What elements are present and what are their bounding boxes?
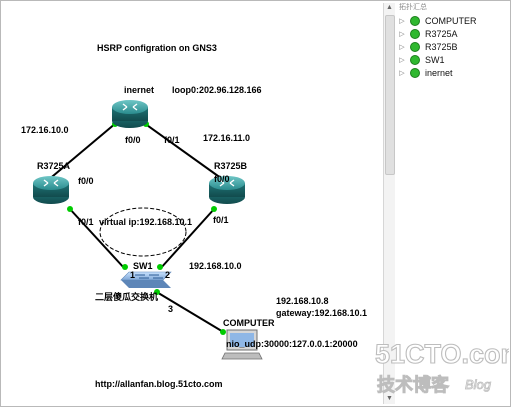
switch-sw1-icon[interactable] <box>120 271 172 288</box>
link-internet-r3725b <box>143 122 226 182</box>
expand-arrow-icon[interactable]: ▷ <box>399 30 405 38</box>
computer-nio-label: nio_udp:30000:127.0.0.1:20000 <box>226 339 358 349</box>
panel-node-r3725b[interactable]: ▷ R3725B <box>397 40 509 53</box>
link-sw1-computer <box>154 290 226 334</box>
r3725a-f00-label: f0/0 <box>78 176 94 186</box>
panel-node-label: inernet <box>425 67 453 78</box>
r3725b-f00-label: f0/0 <box>214 174 230 184</box>
sw1-desc-label: 二层傻瓜交换机 <box>95 291 158 302</box>
computer-gateway-label: gateway:192.168.10.1 <box>276 308 367 318</box>
panel-node-r3725a[interactable]: ▷ R3725A <box>397 27 509 40</box>
watermark-sub: 技术博客 <box>377 374 450 395</box>
internet-name-label: inernet <box>124 85 154 95</box>
topology-canvas[interactable]: HSRP configration on GNS3 inernet loop0:… <box>3 3 381 404</box>
status-green-icon <box>410 41 420 52</box>
sw1-port3-label: 3 <box>168 304 173 314</box>
net-b-label: 172.16.11.0 <box>203 133 250 143</box>
link-r3725a-sw1 <box>68 207 126 270</box>
panel-node-sw1[interactable]: ▷ SW1 <box>397 53 509 66</box>
internet-f00-label: f0/0 <box>125 135 141 145</box>
hsrp-virtual-ellipse <box>99 207 187 257</box>
link-dot <box>220 329 226 335</box>
link-dot <box>157 264 163 270</box>
panel-header: 拓扑汇总 <box>399 4 427 11</box>
scroll-down-arrow-icon[interactable]: ▼ <box>386 395 393 402</box>
scroll-up-arrow-icon[interactable]: ▲ <box>386 4 393 11</box>
virtual-ip-label: virtual ip:192.168.10.1 <box>99 217 192 227</box>
panel-node-label: COMPUTER <box>425 15 477 26</box>
watermark-blog: Blog <box>465 377 492 392</box>
sw1-port1-label: 1 <box>130 270 135 280</box>
panel-node-label: R3725B <box>425 41 458 52</box>
topology-diagram: HSRP configration on GNS3 inernet loop0:… <box>21 43 367 389</box>
net-a-label: 172.16.10.0 <box>21 125 69 135</box>
topology-summary-panel: 拓扑汇总 ▷ COMPUTER ▷ R3725A ▷ R3725B ▷ SW1 … <box>395 3 509 404</box>
canvas-vertical-scrollbar[interactable]: ▲ ▼ <box>383 3 395 404</box>
sw1-port2-label: 2 <box>165 270 170 280</box>
r3725a-f01-label: f0/1 <box>78 217 94 227</box>
internet-f01-label: f0/1 <box>164 135 180 145</box>
link-dot <box>154 289 160 295</box>
computer-ip-label: 192.168.10.8 <box>276 296 329 306</box>
blog-url-label: http://allanfan.blog.51cto.com <box>95 379 223 389</box>
router-r3725a-icon[interactable] <box>33 176 69 204</box>
r3725a-name-label: R3725A <box>37 161 71 171</box>
expand-arrow-icon[interactable]: ▷ <box>399 56 405 64</box>
link-internet-r3725a <box>46 122 117 182</box>
watermark-brand: 51CTO.com <box>375 339 509 369</box>
link-r3725b-sw1 <box>159 207 216 270</box>
panel-node-label: R3725A <box>425 28 458 39</box>
link-dot <box>122 264 128 270</box>
status-green-icon <box>410 67 420 78</box>
router-internet-icon[interactable] <box>112 100 148 128</box>
computer-name-label: COMPUTER <box>223 318 275 328</box>
lan-net-label: 192.168.10.0 <box>189 261 242 271</box>
status-green-icon <box>410 54 420 65</box>
scroll-thumb[interactable] <box>385 15 395 175</box>
panel-node-label: SW1 <box>425 54 445 65</box>
internet-loop-label: loop0:202.96.128.166 <box>172 85 262 95</box>
status-green-icon <box>410 15 420 26</box>
r3725b-f01-label: f0/1 <box>213 215 229 225</box>
computer-icon[interactable] <box>221 329 263 360</box>
link-dot <box>211 206 217 212</box>
r3725b-name-label: R3725B <box>214 161 248 171</box>
status-green-icon <box>410 28 420 39</box>
expand-arrow-icon[interactable]: ▷ <box>399 69 405 77</box>
diagram-title: HSRP configration on GNS3 <box>97 43 217 53</box>
panel-node-internet[interactable]: ▷ inernet <box>397 66 509 79</box>
expand-arrow-icon[interactable]: ▷ <box>399 43 405 51</box>
router-r3725b-icon[interactable] <box>209 176 245 204</box>
sw1-name-label: SW1 <box>133 261 153 271</box>
51cto-watermark: 51CTO.com 技术博客 Blog <box>374 338 509 395</box>
link-dot <box>67 206 73 212</box>
panel-node-computer[interactable]: ▷ COMPUTER <box>397 14 509 27</box>
expand-arrow-icon[interactable]: ▷ <box>399 17 405 25</box>
